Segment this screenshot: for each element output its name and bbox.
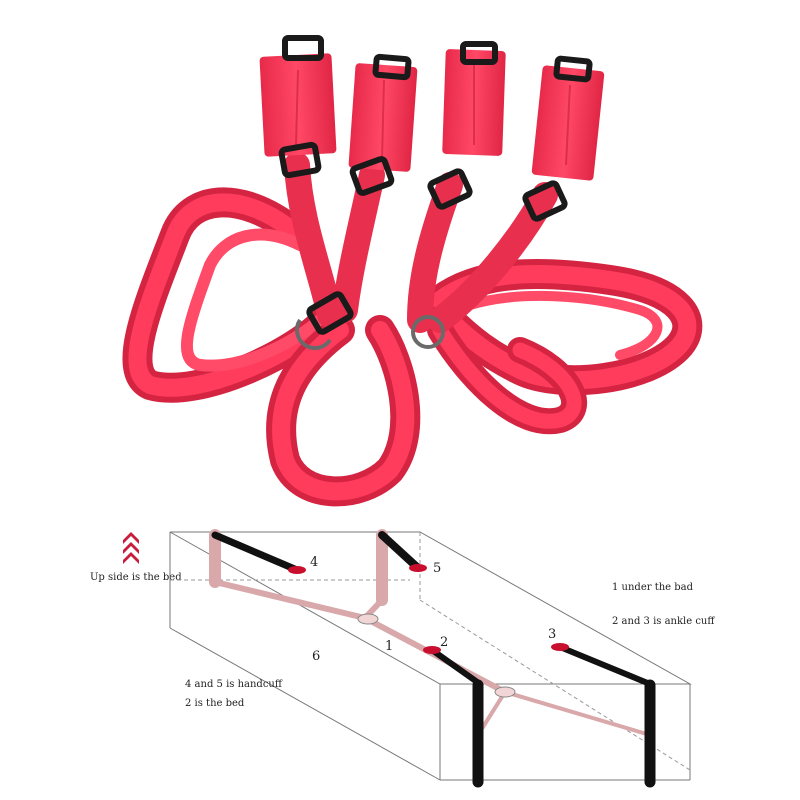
buckle-icon [282, 35, 324, 61]
ankle-cuff-note: 2 and 3 is ankle cuff [612, 616, 715, 627]
cuff-markers [288, 564, 569, 654]
buckles [278, 35, 593, 335]
label-3: 3 [548, 627, 556, 642]
bed-note: 2 is the bed [185, 698, 245, 709]
cuff-pads [259, 49, 605, 181]
installation-diagram: Up side is the bed [90, 529, 715, 788]
d-ring-icon [411, 315, 445, 349]
connector-ring [494, 686, 516, 698]
label-6: 6 [312, 649, 320, 664]
buckle-icon [278, 141, 322, 179]
buckle-icon [460, 41, 498, 65]
bed-box [169, 531, 692, 781]
buckle-icon [427, 168, 473, 210]
product-photo [122, 35, 703, 507]
buckle-icon [522, 180, 568, 222]
ankle-cuff-marker-3 [551, 643, 569, 651]
up-side-note: Up side is the bed [90, 572, 182, 583]
buckle-icon [553, 55, 593, 83]
label-5: 5 [433, 561, 441, 576]
buckle-icon [306, 291, 354, 335]
connector-ring [357, 613, 379, 625]
label-4: 4 [310, 555, 318, 570]
buckle-icon [372, 53, 412, 81]
buckle-icon [349, 156, 395, 196]
strap-loops [122, 187, 703, 507]
ankle-cuff-marker-2 [423, 646, 441, 654]
up-arrow-icon [123, 532, 139, 564]
under-bed-note: 1 under the bad [612, 582, 694, 593]
d-ring-icon [294, 318, 332, 350]
handcuff-marker-5 [409, 564, 427, 572]
label-1: 1 [385, 639, 393, 654]
handcuff-marker-4 [288, 566, 306, 574]
label-2: 2 [440, 635, 448, 650]
handcuff-note: 4 and 5 is handcuff [185, 679, 283, 690]
d-rings [294, 315, 445, 350]
top-straps [211, 531, 656, 788]
